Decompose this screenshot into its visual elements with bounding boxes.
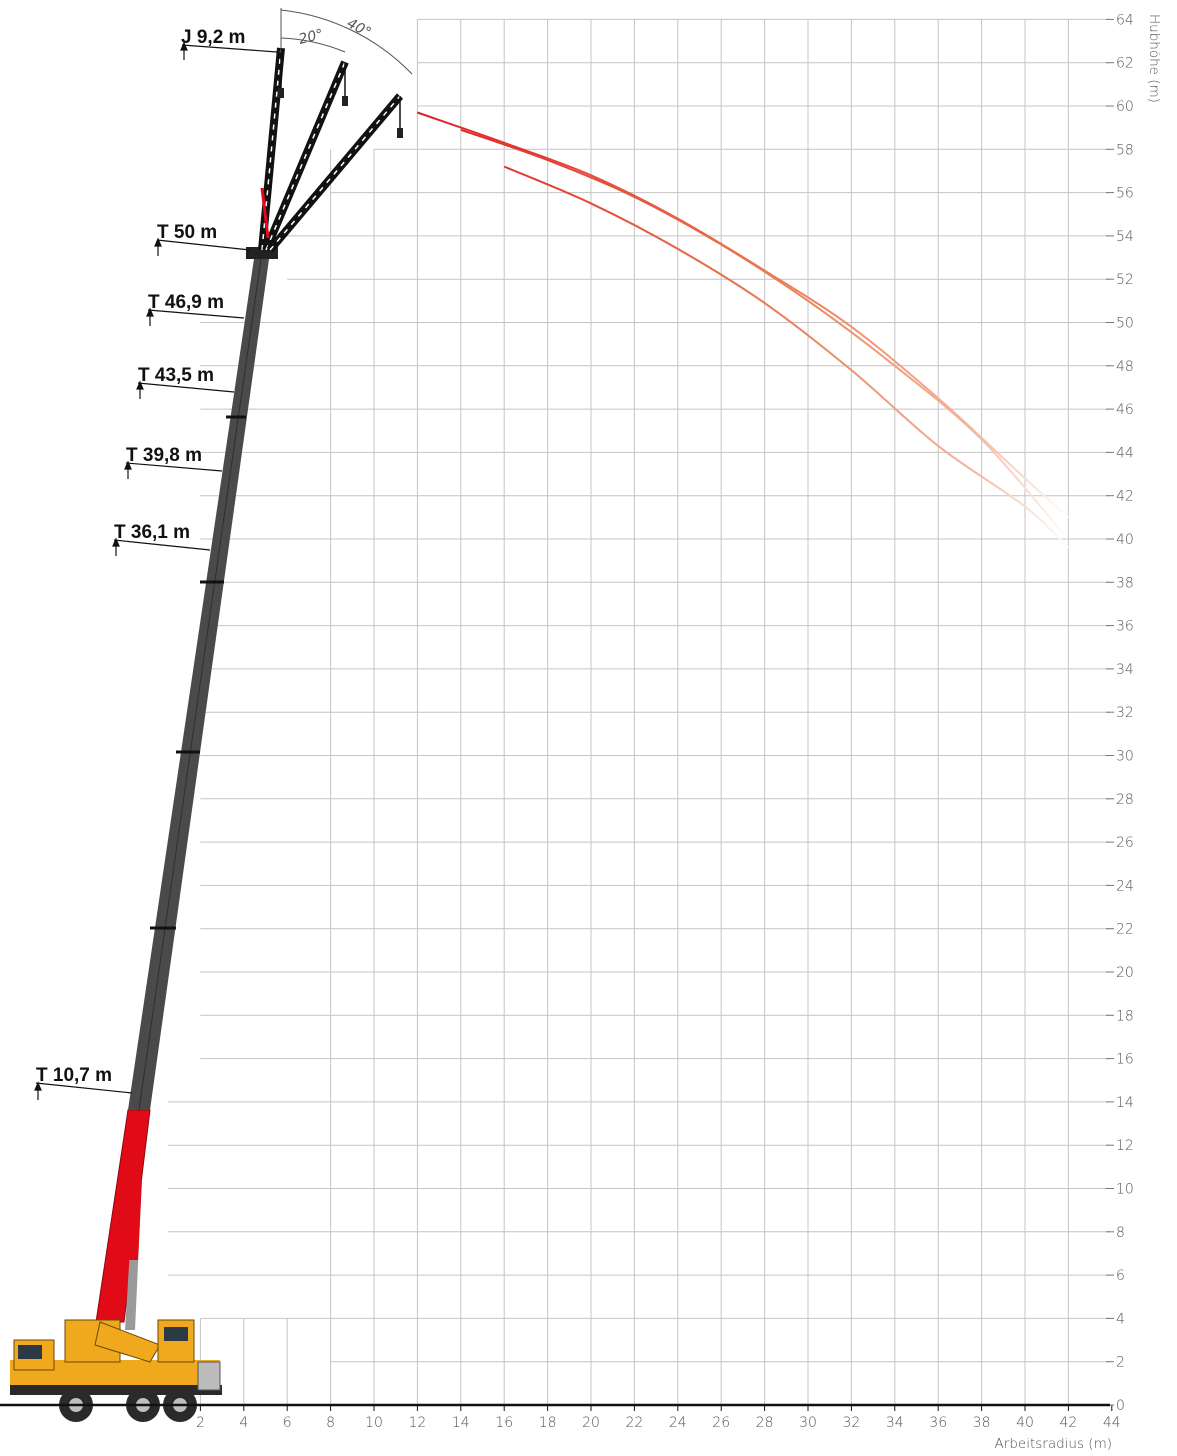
x-tick-44: 44	[1103, 1415, 1121, 1431]
x-tick-36: 36	[929, 1415, 947, 1431]
x-tick-22: 22	[625, 1415, 643, 1431]
y-tick-56: 56	[1116, 186, 1134, 202]
y-tick-26: 26	[1116, 835, 1134, 851]
x-tick-8: 8	[326, 1415, 335, 1431]
x-tick-6: 6	[283, 1415, 292, 1431]
jib-angle-arc	[280, 9, 413, 75]
label-t-46-9: T 46,9 m	[148, 292, 224, 313]
y-tick-38: 38	[1116, 575, 1134, 591]
x-tick-2: 2	[196, 1415, 205, 1431]
grid-lines	[167, 18, 1110, 1405]
x-tick-24: 24	[669, 1415, 687, 1431]
x-tick-18: 18	[539, 1415, 557, 1431]
x-tick-32: 32	[842, 1415, 860, 1431]
y-tick-58: 58	[1116, 142, 1134, 158]
y-axis-title: Hubhöhe (m)	[1146, 14, 1162, 103]
y-tick-36: 36	[1116, 619, 1134, 635]
boom-base-section	[95, 1109, 151, 1323]
reach-curve-3	[503, 165, 1070, 549]
x-tick-16: 16	[495, 1415, 513, 1431]
x-tick-12: 12	[408, 1415, 426, 1431]
y-tick-12: 12	[1116, 1138, 1134, 1154]
y-tick-32: 32	[1116, 705, 1134, 721]
y-tick-6: 6	[1116, 1268, 1125, 1284]
y-tick-16: 16	[1116, 1052, 1134, 1068]
label-t-39-8: T 39,8 m	[126, 445, 202, 466]
y-tick-44: 44	[1116, 445, 1134, 461]
y-tick-8: 8	[1116, 1225, 1125, 1241]
y-tick-0: 0	[1116, 1398, 1125, 1414]
label-t-36-1: T 36,1 m	[114, 522, 190, 543]
y-tick-50: 50	[1116, 316, 1134, 332]
angle-label-20: 20°	[297, 26, 325, 48]
y-tick-20: 20	[1116, 965, 1134, 981]
y-tick-2: 2	[1116, 1355, 1125, 1371]
x-tick-4: 4	[239, 1415, 248, 1431]
angle-label-40: 40°	[344, 15, 373, 41]
y-tick-22: 22	[1116, 922, 1134, 938]
y-tick-48: 48	[1116, 359, 1134, 375]
label-t-43-5: T 43,5 m	[138, 365, 214, 386]
y-tick-28: 28	[1116, 792, 1134, 808]
y-tick-64: 64	[1116, 12, 1134, 28]
boom-section-rings	[150, 415, 246, 930]
reach-curve-2	[460, 128, 1065, 536]
label-j-9-2: J 9,2 m	[181, 27, 245, 48]
y-tick-54: 54	[1116, 229, 1134, 245]
y-tick-14: 14	[1116, 1095, 1134, 1111]
lattice-jib	[258, 47, 404, 253]
crane-illustration: 20° 40°	[10, 8, 413, 1422]
y-tick-4: 4	[1116, 1311, 1125, 1327]
x-tick-42: 42	[1059, 1415, 1077, 1431]
y-tick-18: 18	[1116, 1008, 1134, 1024]
x-tick-10: 10	[365, 1415, 383, 1431]
y-tick-30: 30	[1116, 749, 1134, 765]
x-tick-28: 28	[756, 1415, 774, 1431]
y-tick-42: 42	[1116, 489, 1134, 505]
y-tick-46: 46	[1116, 402, 1134, 418]
y-tick-62: 62	[1116, 56, 1134, 72]
hook-blocks	[278, 88, 403, 138]
x-tick-30: 30	[799, 1415, 817, 1431]
x-tick-20: 20	[582, 1415, 600, 1431]
x-tick-14: 14	[452, 1415, 470, 1431]
y-tick-52: 52	[1116, 272, 1134, 288]
label-t-50: T 50 m	[157, 222, 217, 243]
y-tick-34: 34	[1116, 662, 1134, 678]
x-tick-40: 40	[1016, 1415, 1034, 1431]
crane-carrier	[10, 1319, 222, 1395]
reach-curve-1	[417, 111, 1070, 519]
y-tick-60: 60	[1116, 99, 1134, 115]
y-tick-10: 10	[1116, 1182, 1134, 1198]
x-axis-title: Arbeitsradius (m)	[995, 1436, 1112, 1452]
y-tick-40: 40	[1116, 532, 1134, 548]
y-tick-24: 24	[1116, 878, 1134, 894]
reach-curves	[417, 111, 1070, 549]
label-t-10-7: T 10,7 m	[36, 1065, 112, 1086]
boom-telescopic-section	[128, 252, 270, 1110]
x-tick-34: 34	[886, 1415, 904, 1431]
x-tick-26: 26	[712, 1415, 730, 1431]
x-tick-38: 38	[973, 1415, 991, 1431]
boom-labels	[34, 41, 278, 1100]
